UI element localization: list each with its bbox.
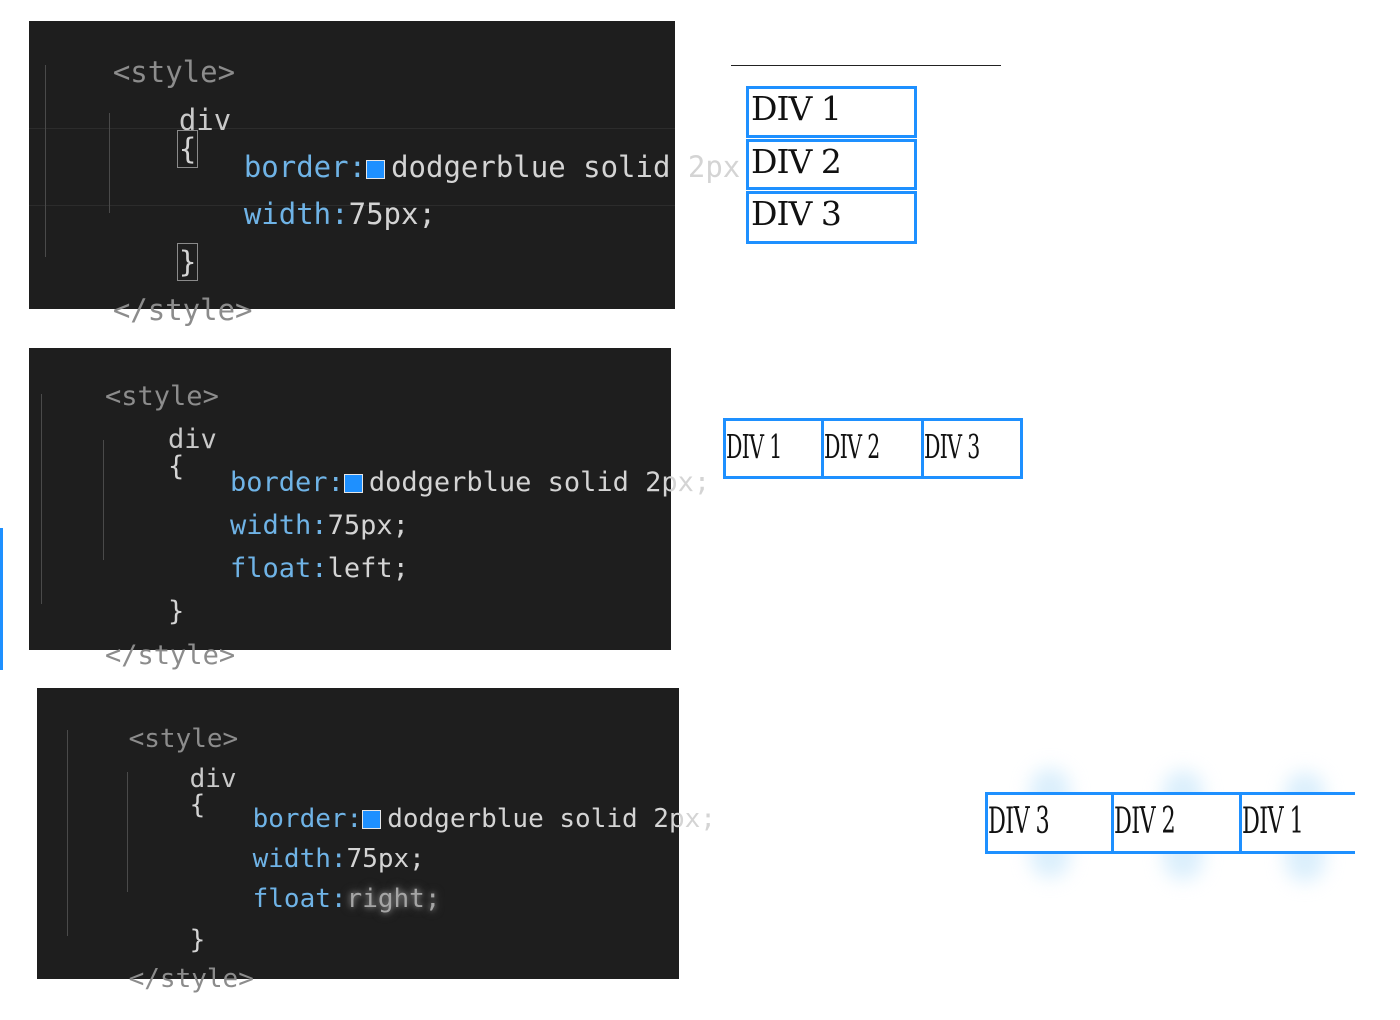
open-brace: { [168,451,185,482]
code-line-open-tag: <style> [40,356,219,437]
edge-marker [0,528,3,670]
width-value: 75px; [327,510,409,541]
indent-guide [67,730,68,936]
float-value: right; [346,884,441,914]
div-label: DIV 2 [751,142,842,181]
color-swatch-icon[interactable] [362,810,382,829]
close-brace: } [189,925,206,955]
indent-guide [45,65,46,257]
css-selector: div [168,424,217,455]
style-close-tag: </style> [105,640,236,671]
close-brace: } [168,596,185,627]
open-brace: { [176,130,199,168]
border-property: border: [230,467,344,498]
style-open-tag: <style> [105,381,219,412]
output-div-3: DIV 3 [746,191,917,244]
code-line-border: border: dodgerblue solid 2px; [174,124,758,211]
code-line-close-tag: </style> [40,615,235,696]
code-line-selector: div { [109,77,231,193]
style-open-tag: <style> [112,55,236,89]
code-line-width: width:75px; [190,820,425,898]
color-swatch-icon[interactable] [343,474,363,493]
code-line-selector: div { [103,399,217,507]
width-property: width: [252,844,347,874]
indent-guide [127,772,128,892]
output-div-2: DIV 2 [821,418,924,479]
float-value: left; [327,553,409,584]
code-line-close-brace: } [109,219,199,306]
div-label: DIV 3 [988,801,1050,842]
output-div-1: DIV 1 [746,86,917,138]
code-line-border: border: dodgerblue solid 2px; [190,780,716,858]
close-brace: } [176,243,199,281]
code-line-close-brace: } [127,901,206,979]
float-property: float: [230,553,328,584]
open-brace: { [189,790,206,820]
div-label: DIV 1 [726,427,782,466]
output-div-3: DIV 3 [985,792,1114,854]
border-value: dodgerblue solid 2px; [368,467,711,498]
width-value: 75px; [346,844,425,874]
div-label: DIV 2 [1114,801,1176,842]
border-property: border: [252,804,363,834]
border-property: border: [243,150,367,184]
output-div-3: DIV 3 [921,418,1023,479]
code-line-close-tag: </style> [66,940,254,1018]
css-selector: div [178,103,232,137]
code-panel-float-right: <style> div { border: dodgerblue solid 2p… [37,688,716,992]
border-value: dodgerblue solid 2px; [391,150,758,184]
output-top-rule [731,65,1001,66]
color-swatch-icon[interactable] [366,160,386,179]
code-line-float: float:left; [165,528,409,609]
code-line-open-tag: <style> [66,700,239,778]
width-property: width: [243,197,349,231]
code-panel-block: <style> div { border: dodgerblue solid 2p… [29,21,758,325]
code-line-selector: div { [127,740,237,844]
code-line-open-tag: <style> [43,29,235,116]
div-label: DIV 2 [824,427,880,466]
code-line-width: width:75px; [165,485,409,566]
code-line-close-brace: } [103,571,184,652]
float-property: float: [252,884,347,914]
indent-guide [41,394,42,604]
output-div-1: DIV 1 [1239,792,1355,854]
div-label: DIV 1 [1242,801,1304,842]
css-selector: div [189,764,237,794]
div-label: DIV 1 [751,89,842,128]
code-line-border: border: dodgerblue solid 2px; [165,442,710,523]
indent-guide [109,113,110,213]
code-line-float: float:right; [190,860,441,938]
code-line-width: width:75px; [174,171,436,258]
border-value: dodgerblue solid 2px; [387,804,716,834]
output-div-1: DIV 1 [723,418,824,479]
div-label: DIV 3 [924,427,980,466]
current-line-bottom [29,205,675,206]
indent-guide [103,440,104,560]
width-value: 75px; [348,197,436,231]
current-line-top [29,128,675,129]
style-close-tag: </style> [128,964,254,994]
code-panel-float-left: <style> div { border: dodgerblue solid 2p… [29,348,710,669]
code-line-close-tag: </style> [43,267,253,354]
width-property: width: [230,510,328,541]
div-label: DIV 3 [751,194,842,233]
output-div-2: DIV 2 [746,139,917,190]
style-close-tag: </style> [112,293,253,327]
output-div-2: DIV 2 [1111,792,1242,854]
style-open-tag: <style> [128,724,239,754]
